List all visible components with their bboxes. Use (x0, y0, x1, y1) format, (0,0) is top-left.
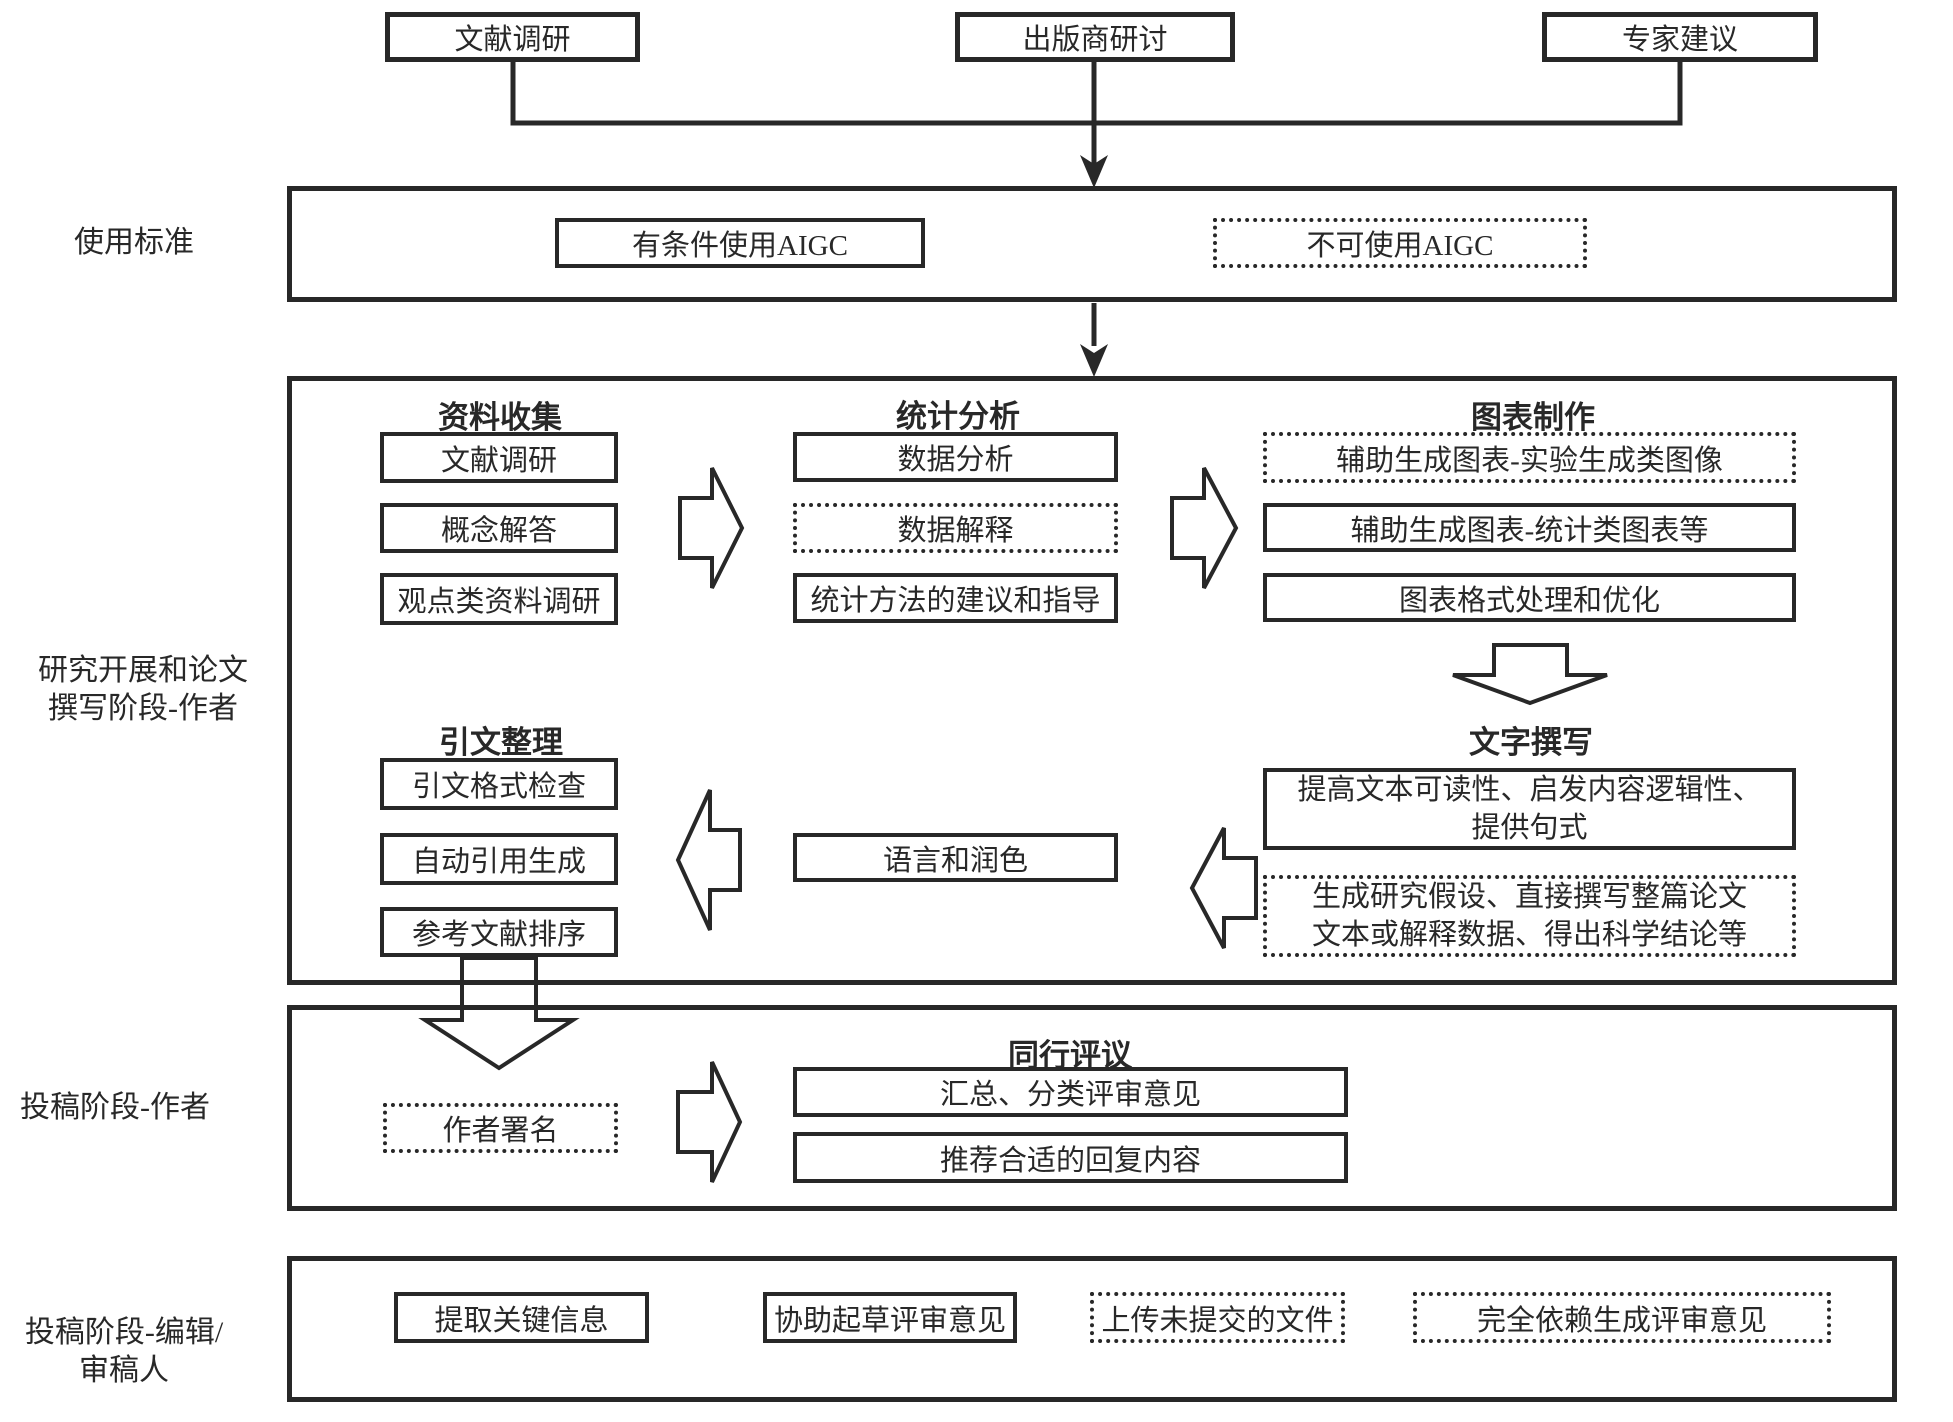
label-submit-editor-line2: 审稿人 (78, 1354, 169, 1387)
node-literature-survey-top: 文献调研 (385, 12, 640, 62)
node-citation-format-check: 引文格式检查 (380, 758, 618, 810)
node-auto-citation: 自动引用生成 (380, 833, 618, 885)
label-research-stage: 研究开展和论文 撰写阶段-作者 (38, 652, 248, 728)
arrow-standard-to-research (1080, 303, 1108, 377)
label-research-stage-line1: 研究开展和论文 (38, 654, 248, 687)
node-data-interpretation: 数据解释 (793, 503, 1118, 553)
node-publisher-seminar: 出版商研讨 (955, 12, 1235, 62)
node-author-signature: 作者署名 (383, 1103, 618, 1153)
group-charts-title: 图表制作 (1471, 400, 1595, 435)
arrow-sources-merge (510, 62, 1683, 188)
node-fully-rely-review: 完全依赖生成评审意见 (1413, 1292, 1831, 1343)
node-concept-answer: 概念解答 (380, 503, 618, 553)
label-research-stage-line2: 撰写阶段-作者 (48, 692, 238, 725)
node-extract-key-info: 提取关键信息 (394, 1292, 649, 1343)
label-usage-standard: 使用标准 (74, 226, 194, 259)
group-stats-title: 统计分析 (896, 399, 1020, 434)
label-submit-editor: 投稿阶段-编辑/ 审稿人 (25, 1314, 223, 1390)
node-expert-advice: 专家建议 (1542, 12, 1818, 62)
node-stat-method-guidance: 统计方法的建议和指导 (793, 573, 1118, 623)
node-writing-forbidden: 生成研究假设、直接撰写整篇论文 文本或解释数据、得出科学结论等 (1263, 875, 1796, 957)
group-collect-title: 资料收集 (438, 400, 562, 435)
label-submit-editor-line1: 投稿阶段-编辑/ (24, 1316, 224, 1349)
node-no-aigc: 不可使用AIGC (1213, 218, 1587, 268)
node-writing-forbidden-line2: 文本或解释数据、得出科学结论等 (1311, 919, 1747, 951)
label-submit-author: 投稿阶段-作者 (20, 1091, 210, 1124)
node-literature-survey: 文献调研 (380, 432, 618, 483)
frame-submit-author (287, 1005, 1897, 1211)
node-upload-unsubmitted-files: 上传未提交的文件 (1090, 1292, 1345, 1343)
frame-research-stage (287, 376, 1897, 985)
node-writing-allowed: 提高文本可读性、启发内容逻辑性、 提供句式 (1263, 768, 1796, 850)
node-viewpoint-survey: 观点类资料调研 (380, 573, 618, 625)
node-language-polish: 语言和润色 (793, 833, 1118, 882)
node-data-analysis: 数据分析 (793, 432, 1118, 482)
node-chart-gen-experimental: 辅助生成图表-实验生成类图像 (1263, 432, 1796, 483)
node-chart-format-optimize: 图表格式处理和优化 (1263, 573, 1796, 622)
group-writing-title: 文字撰写 (1469, 725, 1593, 760)
node-review-summary: 汇总、分类评审意见 (793, 1067, 1348, 1117)
node-writing-forbidden-line1: 生成研究假设、直接撰写整篇论文 (1311, 881, 1747, 913)
node-reference-sorting: 参考文献排序 (380, 907, 618, 957)
frame-usage-standard (287, 186, 1897, 302)
node-draft-review-comments: 协助起草评审意见 (763, 1292, 1017, 1343)
node-chart-gen-statistical: 辅助生成图表-统计类图表等 (1263, 503, 1796, 552)
node-writing-allowed-line1: 提高文本可读性、启发内容逻辑性、 (1297, 774, 1762, 806)
group-citation-title: 引文整理 (439, 725, 563, 760)
node-review-reply: 推荐合适的回复内容 (793, 1132, 1348, 1183)
node-conditional-aigc: 有条件使用AIGC (555, 218, 925, 268)
frame-submit-editor (287, 1256, 1897, 1402)
node-writing-allowed-line2: 提供句式 (1471, 812, 1588, 844)
